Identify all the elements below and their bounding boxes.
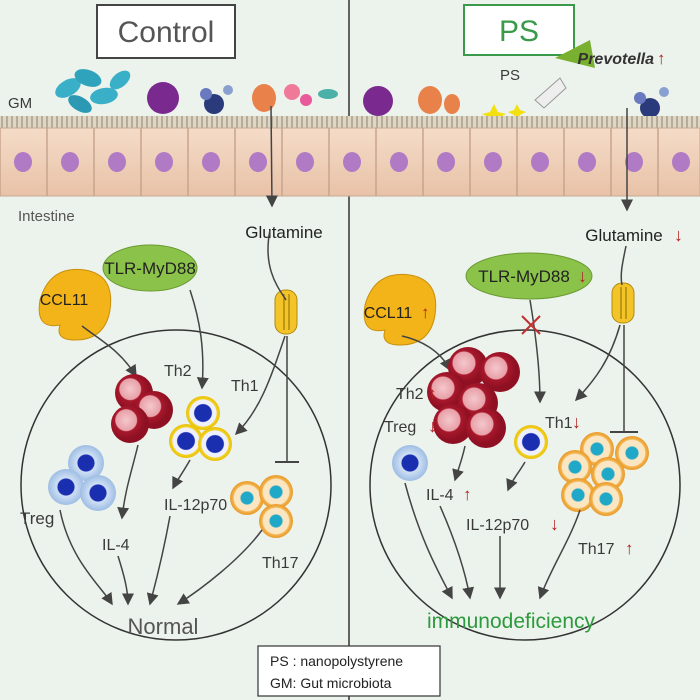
control-title-box: Control — [96, 4, 236, 59]
prevotella-label-group: Prevotella ↑ — [578, 49, 666, 68]
th1-down-arrow: ↓ — [572, 412, 581, 432]
treg-cells-control — [48, 445, 116, 511]
ccl11-up-arrow: ↑ — [421, 303, 430, 322]
intestine-label: Intestine — [18, 208, 75, 225]
ccl11-ps — [363, 273, 437, 346]
glutamine-label-ps: Glutamine — [585, 226, 662, 245]
th2-up-arrow: ↑ — [428, 384, 437, 403]
legend-box: PS : nanopolystyrene GM: Gut microbiota — [257, 645, 441, 697]
ccl11-ps-label-group: CCL11 ↑ — [364, 303, 430, 322]
glutamine-transporter-ps — [611, 282, 635, 324]
nanoplastic-dispenser-icon — [480, 40, 595, 148]
th1-cell-ps — [514, 425, 548, 459]
treg-label-control: Treg — [20, 509, 54, 528]
il4-up-arrow: ↑ — [463, 485, 472, 504]
il12-label-control: IL-12p70 — [164, 497, 227, 514]
th2-ps-label-group: Th2 ↑ — [396, 384, 437, 403]
legend-line-gm: GM: Gut microbiota — [270, 675, 392, 691]
ccl11-label-ps: CCL11 — [364, 305, 413, 322]
tlr-myd88-ps — [465, 252, 593, 300]
tlr-down-arrow: ↓ — [578, 266, 587, 286]
th1-label-ps: Th1 — [545, 415, 573, 432]
microbiota-ps — [363, 86, 669, 118]
th2-cells-ps — [427, 347, 520, 448]
glutamine-down-arrow: ↓ — [674, 225, 683, 245]
treg-ps-label-group: Treg ↓ — [384, 416, 437, 436]
glutamine-transporter-control — [274, 289, 298, 335]
ps-particle-label: PS — [500, 67, 520, 84]
th2-cells-control — [111, 374, 173, 443]
outcome-control: Normal — [128, 614, 199, 639]
microbiota-control — [55, 69, 338, 114]
ps-title: PS — [499, 15, 539, 48]
gm-label: GM — [8, 95, 32, 112]
il4-ps-label-group: IL-4 ↑ — [426, 485, 472, 504]
control-title: Control — [118, 16, 215, 49]
glutamine-ps-group: Glutamine ↓ — [585, 225, 683, 245]
th17-label-ps: Th17 — [578, 541, 615, 558]
th17-up-arrow: ↑ — [625, 539, 634, 558]
glutamine-label-control: Glutamine — [245, 223, 322, 242]
treg-label-ps: Treg — [384, 419, 416, 436]
control-immune-circle — [20, 329, 332, 641]
treg-cell-ps — [392, 445, 428, 481]
th1-label-control: Th1 — [231, 378, 259, 395]
outcome-ps: immunodeficiency — [427, 610, 596, 633]
th1-ps-label-group: Th1 ↓ — [545, 412, 581, 432]
ccl11-control — [38, 268, 112, 341]
th17-cells-ps — [558, 432, 649, 516]
tlr-ps-label-group: TLR-MyD88 ↓ — [478, 266, 587, 286]
intestinal-epithelium — [0, 116, 700, 197]
tlr-label-ps: TLR-MyD88 — [478, 267, 570, 286]
ccl11-label-control: CCL11 — [40, 292, 89, 309]
th2-label-ps: Th2 — [396, 386, 424, 403]
prevotella-up-arrow: ↑ — [657, 49, 666, 68]
tlr-label-control: TLR-MyD88 — [104, 259, 196, 278]
il12-label-ps: IL-12p70 — [466, 517, 529, 534]
il12-ps-label-group: IL-12p70 ↓ — [466, 514, 559, 534]
treg-down-arrow: ↓ — [428, 416, 437, 436]
blocked-signal-x-icon — [521, 315, 541, 335]
legend-line-ps: PS : nanopolystyrene — [270, 653, 403, 669]
il4-label-control: IL-4 — [102, 537, 130, 554]
il12-down-arrow: ↓ — [550, 514, 559, 534]
ps-title-box: PS — [463, 4, 575, 56]
tlr-myd88-control — [102, 244, 198, 292]
th17-label-control: Th17 — [262, 555, 299, 572]
il4-label-ps: IL-4 — [426, 487, 454, 504]
prevotella-label: Prevotella — [578, 51, 655, 68]
th2-label-control: Th2 — [164, 363, 192, 380]
th17-ps-label-group: Th17 ↑ — [578, 539, 634, 558]
th17-cells-control — [230, 475, 293, 538]
th1-cells-control — [169, 396, 232, 461]
